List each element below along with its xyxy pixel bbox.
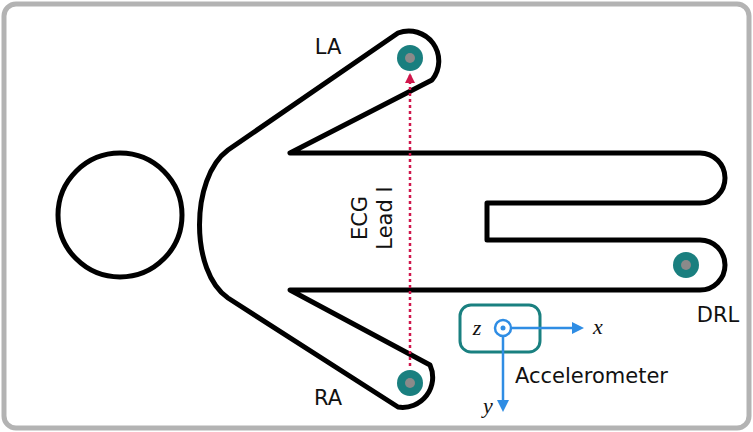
x-axis-head	[572, 322, 584, 334]
y-axis-head	[497, 400, 509, 412]
body-outline	[200, 31, 726, 407]
head-outline	[58, 153, 182, 277]
frame	[4, 4, 749, 428]
axis-label: x	[593, 315, 603, 339]
z-axis-dot	[501, 326, 506, 331]
lead-arrow	[409, 75, 412, 366]
lead-label: ECG Lead I	[348, 181, 398, 255]
electrode-label: RA	[314, 386, 342, 410]
electrode: DRL	[672, 251, 700, 279]
electrode-symbol	[396, 369, 424, 397]
electrode-label: DRL	[697, 303, 739, 327]
y-axis	[502, 337, 505, 402]
electrode-symbol	[396, 44, 424, 72]
electrode-symbol	[672, 251, 700, 279]
z-axis-symbol	[495, 320, 511, 336]
axis-label: z	[473, 316, 482, 340]
axis-label: y	[483, 394, 493, 418]
electrode: RA	[396, 369, 424, 397]
electrode: LA	[396, 44, 424, 72]
sensor-box: Accelerometer	[460, 305, 540, 352]
sensor-label: Accelerometer	[515, 364, 668, 388]
x-axis	[512, 327, 574, 330]
electrode-label: LA	[315, 35, 342, 59]
